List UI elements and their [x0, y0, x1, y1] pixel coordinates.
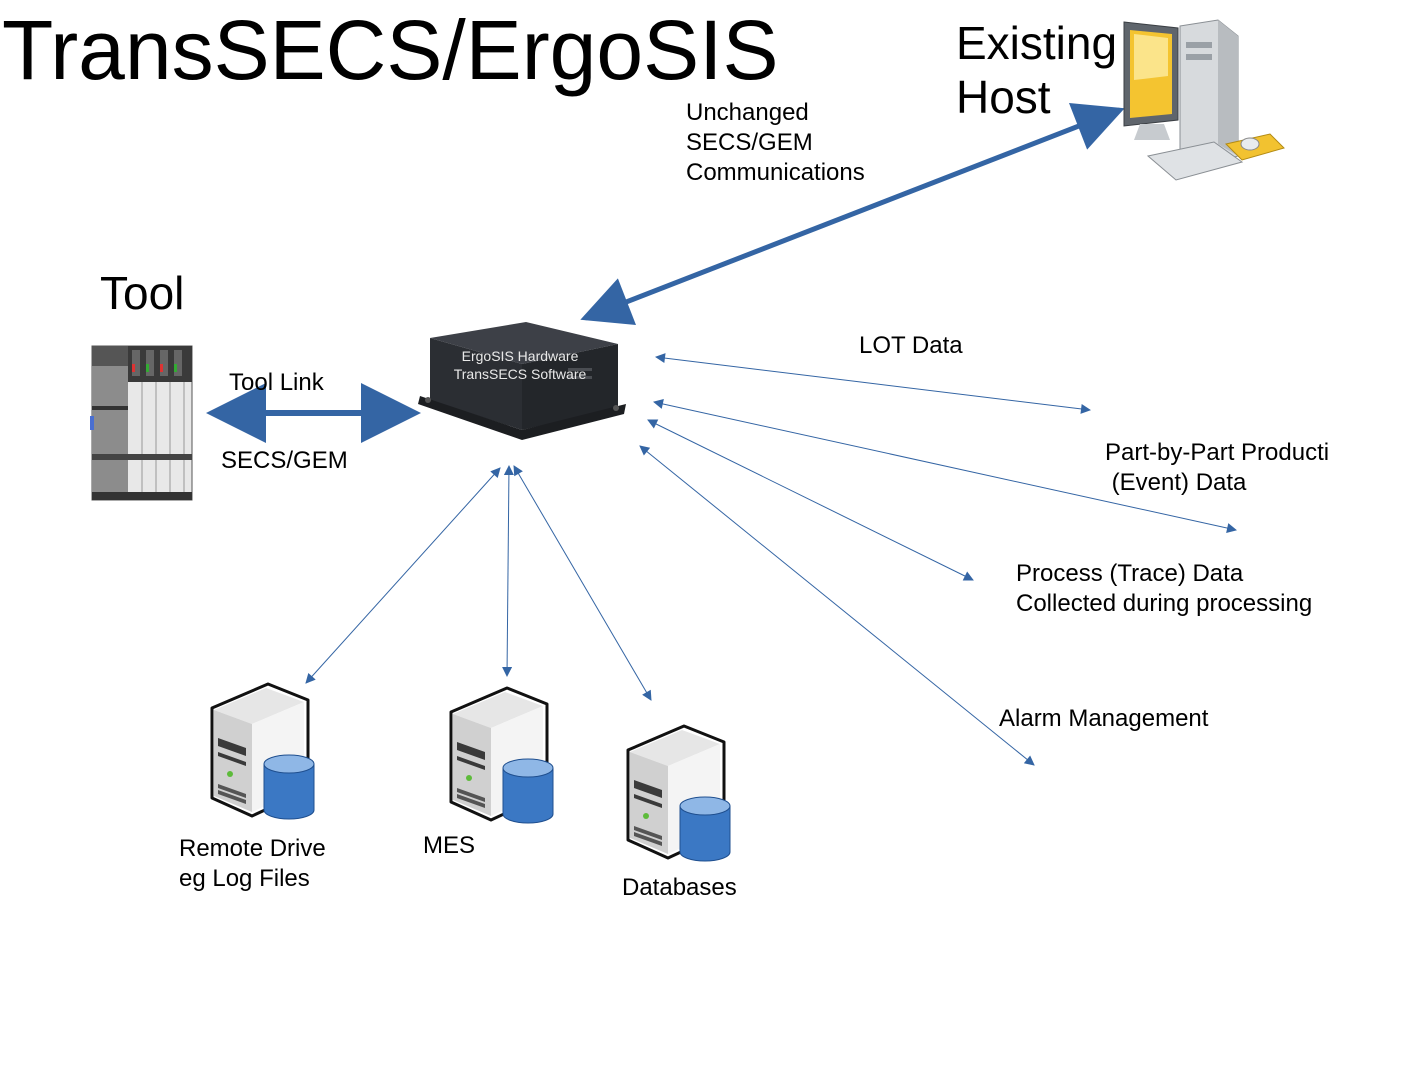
- databases-label: Databases: [622, 874, 737, 901]
- tool-equipment-rack-icon: [90, 345, 193, 501]
- alarm-arrow: [639, 445, 1035, 766]
- mes-label: MES: [423, 832, 476, 859]
- server-database-icon: [626, 724, 731, 862]
- tool-protocol-label: SECS/GEM: [221, 447, 348, 474]
- event-data-label: Part-by-Part Producti (Event) Data: [1105, 439, 1330, 496]
- databases-arrow: [513, 465, 652, 701]
- host-label: Existing Host: [956, 17, 1118, 123]
- host-communications-label: Unchanged SECS/GEM Communications: [686, 99, 865, 186]
- trace-data-arrow: [647, 419, 974, 581]
- mes-arrow: [502, 465, 514, 677]
- server-database-icon: [210, 682, 315, 820]
- tool-link-label: Tool Link: [229, 369, 324, 396]
- remote-drive-arrow: [305, 467, 501, 684]
- tool-label: Tool: [100, 267, 185, 319]
- host-link-arrow: [580, 103, 1125, 325]
- alarm-management-label: Alarm Management: [999, 705, 1209, 732]
- lot-data-label: LOT Data: [859, 332, 963, 359]
- trace-data-label: Process (Trace) Data Collected during pr…: [1016, 560, 1313, 617]
- gateway-software-label: TransSECS Software: [453, 366, 587, 382]
- gateway-box-icon: [418, 322, 626, 440]
- desktop-computer-icon: [1123, 19, 1285, 181]
- server-database-icon: [449, 686, 554, 824]
- lot-data-arrow: [655, 353, 1091, 414]
- gateway-hardware-label: ErgoSIS Hardware: [461, 348, 579, 364]
- remote-drive-label: Remote Drive eg Log Files: [179, 835, 326, 892]
- diagram-title: TransSECS/ErgoSIS: [2, 3, 779, 97]
